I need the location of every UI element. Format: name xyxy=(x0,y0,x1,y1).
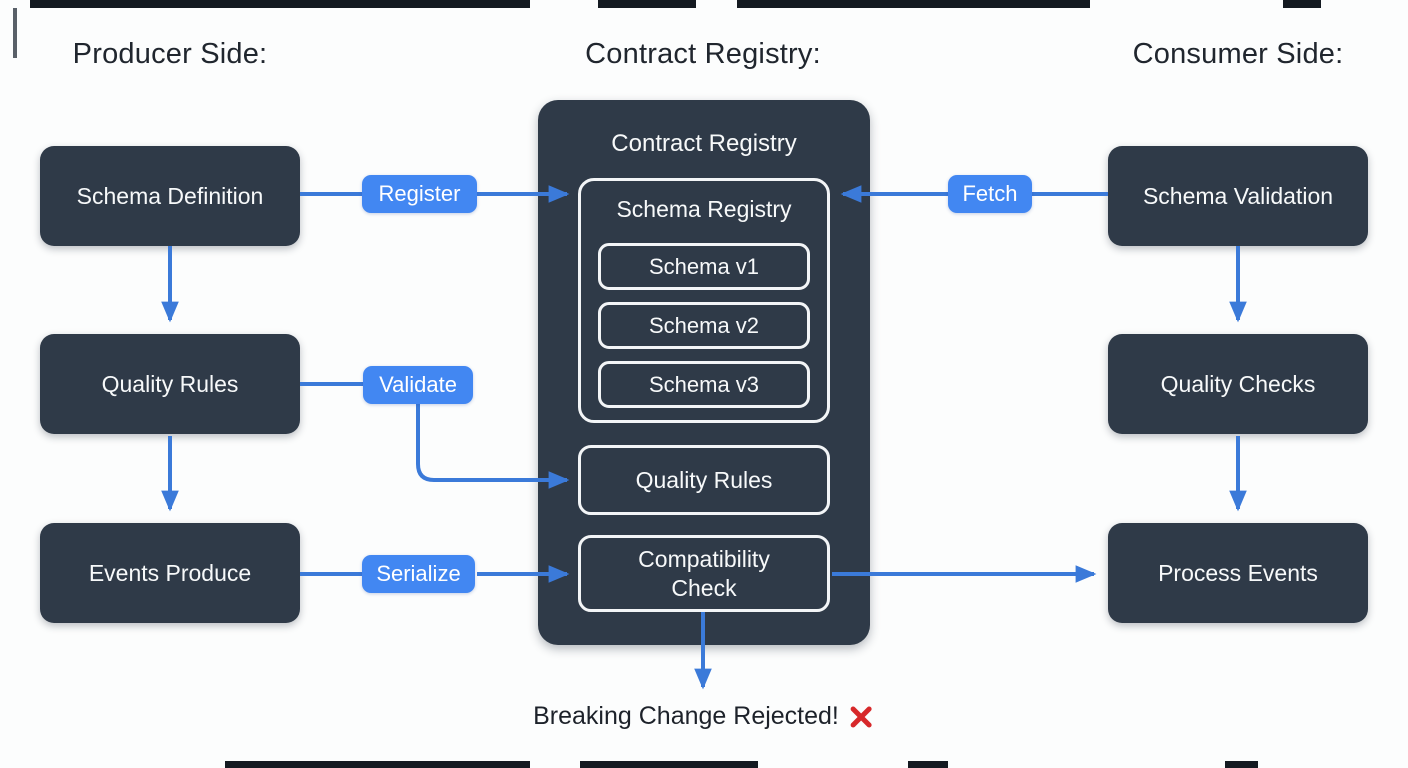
schema-v2-box: Schema v2 xyxy=(598,302,810,349)
bottom-edge-artifact xyxy=(580,761,758,768)
bottom-edge-artifact xyxy=(908,761,948,768)
contract-registry-title: Contract Registry: xyxy=(585,38,821,70)
breaking-change-text: Breaking Change Rejected! xyxy=(533,702,839,730)
compatibility-check-box: Compatibility Check xyxy=(578,535,830,612)
x-mark-icon xyxy=(850,706,872,727)
schema-registry-box: Schema Registry Schema v1 Schema v2 Sche… xyxy=(578,178,830,423)
node-quality-checks: Quality Checks xyxy=(1108,334,1368,434)
compatibility-check-label: Compatibility Check xyxy=(638,545,770,601)
contract-registry-container: Contract Registry Schema Registry Schema… xyxy=(538,100,870,645)
schema-v1-box: Schema v1 xyxy=(598,243,810,290)
bottom-edge-artifact xyxy=(225,761,530,768)
top-edge-artifact xyxy=(1283,0,1321,8)
node-schema-definition: Schema Definition xyxy=(40,146,300,246)
left-edge-artifact xyxy=(13,8,17,58)
consumer-side-title: Consumer Side: xyxy=(1132,38,1344,70)
schema-v3-box: Schema v3 xyxy=(598,361,810,408)
schema-registry-title: Schema Registry xyxy=(616,196,792,222)
breaking-change-note: Breaking Change Rejected! xyxy=(533,702,873,731)
producer-side-title: Producer Side: xyxy=(72,38,268,70)
node-events-produce: Events Produce xyxy=(40,523,300,623)
top-edge-artifact xyxy=(598,0,696,8)
top-edge-artifact xyxy=(30,0,530,8)
register-edge-label: Register xyxy=(362,175,477,213)
node-process-events: Process Events xyxy=(1108,523,1368,623)
top-edge-artifact xyxy=(737,0,1090,8)
serialize-edge-label: Serialize xyxy=(362,555,475,593)
contract-registry-container-title: Contract Registry xyxy=(611,130,797,157)
bottom-edge-artifact xyxy=(1225,761,1258,768)
node-schema-validation: Schema Validation xyxy=(1108,146,1368,246)
validate-edge-label: Validate xyxy=(363,366,473,404)
registry-quality-rules-box: Quality Rules xyxy=(578,445,830,515)
node-quality-rules-producer: Quality Rules xyxy=(40,334,300,434)
fetch-edge-label: Fetch xyxy=(948,175,1032,213)
